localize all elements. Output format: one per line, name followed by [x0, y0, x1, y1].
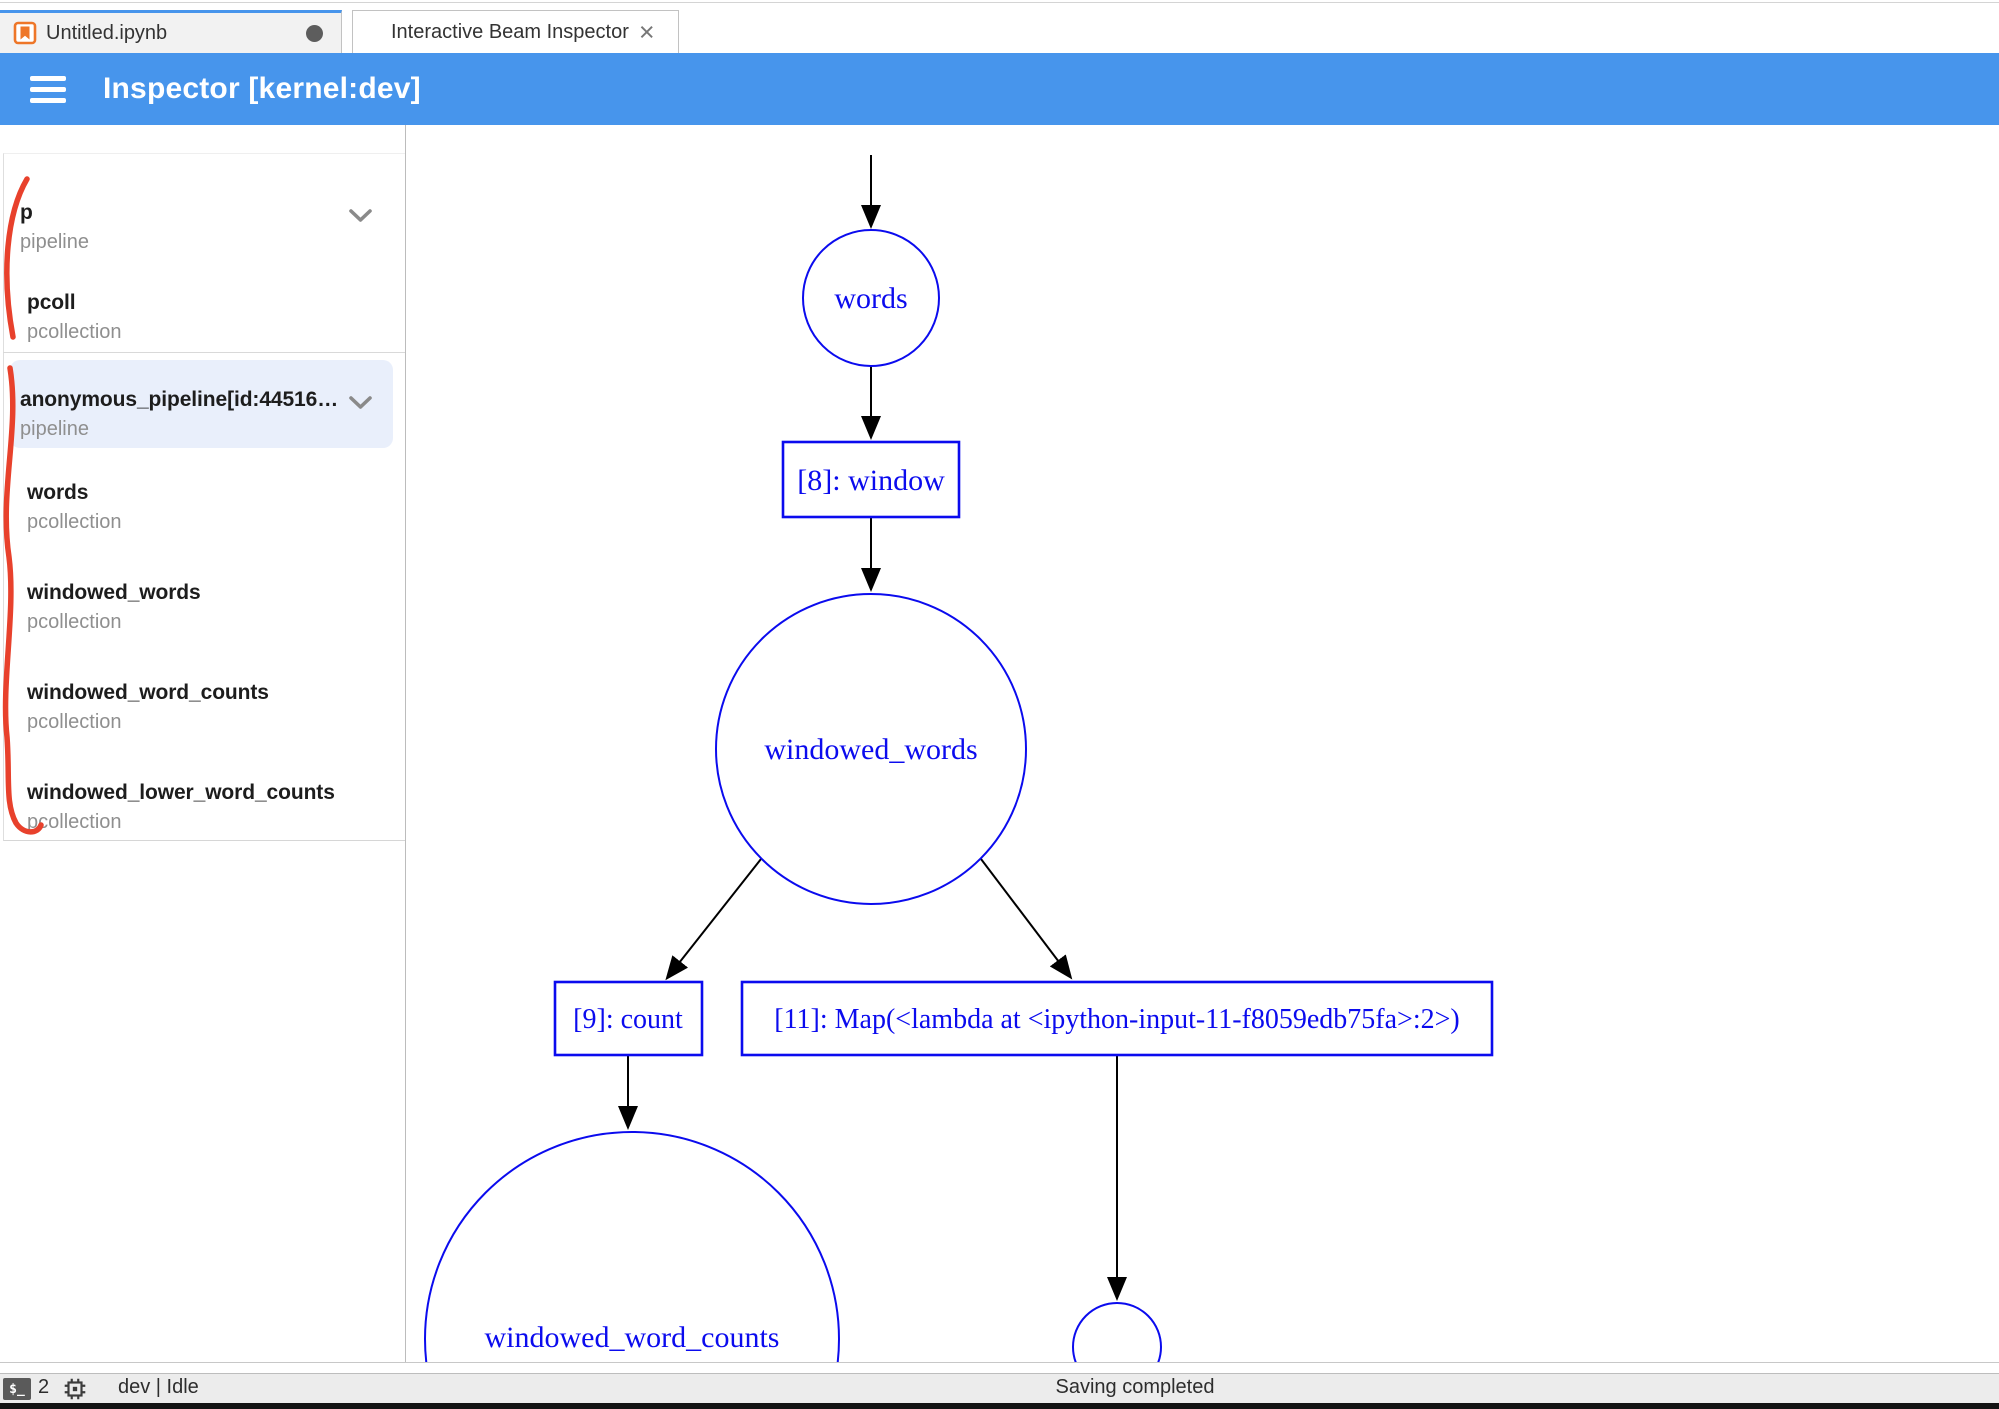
sidebar-item-pipeline-anonymous[interactable]: anonymous_pipeline[id:44516…: [20, 388, 339, 411]
inspector-header: Inspector [kernel:dev]: [0, 53, 1999, 125]
node-window-label: [8]: window: [797, 464, 945, 497]
chevron-down-icon[interactable]: [349, 209, 372, 223]
pipeline-graph-panel: words [8]: window windowed_words [9]: co…: [406, 125, 1999, 1362]
menubar-divider: [0, 2, 1999, 3]
node-map-label: [11]: Map(<lambda at <ipython-input-11-f…: [774, 1004, 1459, 1035]
node-windowed-words-label: windowed_words: [764, 733, 977, 766]
menu-hamburger-icon[interactable]: [30, 75, 66, 103]
tab-label: Interactive Beam Inspector: [391, 20, 629, 43]
sidebar-item-type: pcollection: [27, 811, 122, 833]
edge-windowed-words-to-map: [980, 858, 1073, 980]
sidebar-item-pcollection-windowed-words[interactable]: windowed_words: [27, 581, 201, 604]
selected-pipeline-highlight: [10, 360, 393, 448]
inspector-title: Inspector [kernel:dev]: [103, 72, 421, 105]
tab-label: Untitled.ipynb: [46, 21, 168, 44]
node-count-label: [9]: count: [573, 1004, 683, 1035]
node-windowed-words-circle: [715, 593, 1027, 905]
terminal-icon[interactable]: $_: [3, 1378, 31, 1400]
unsaved-changes-dot: [306, 25, 323, 42]
status-message: Saving completed: [1055, 1376, 1215, 1398]
close-tab-icon[interactable]: ×: [638, 16, 655, 47]
pipeline-group-divider: [3, 352, 405, 353]
status-bar: $_ 2 dev | Idle Saving completed: [0, 1373, 1999, 1403]
sidebar-item-type: pcollection: [27, 611, 122, 633]
panel-bottom-spacer: [0, 1362, 1999, 1373]
sidebar-item-pcollection-words[interactable]: words: [27, 481, 89, 504]
node-words-circle: [802, 229, 940, 367]
sidebar-item-pcollection-windowed-word-counts[interactable]: windowed_word_counts: [27, 681, 269, 704]
node-window-rect: [781, 440, 961, 519]
edge-windowed-words-to-count: [665, 858, 762, 981]
pipeline-graph: words [8]: window windowed_words [9]: co…: [424, 155, 1494, 1362]
sidebar-item-type: pipeline: [20, 418, 89, 440]
kernel-status-indicator[interactable]: dev | Idle: [118, 1376, 199, 1398]
chevron-down-icon[interactable]: [349, 396, 372, 410]
inspector-content: p pipeline pcoll pcollection anonymous_p…: [0, 125, 1999, 1362]
pipeline-sidebar: p pipeline pcoll pcollection anonymous_p…: [0, 125, 406, 1362]
node-windowed-word-counts-label: windowed_word_counts: [485, 1321, 780, 1354]
kernel-cpu-icon[interactable]: [62, 1376, 88, 1402]
kernel-sessions-count[interactable]: 2: [38, 1376, 50, 1398]
sidebar-item-pipeline-p[interactable]: p: [20, 201, 33, 224]
node-map-rect: [740, 980, 1494, 1057]
sidebar-item-type: pcollection: [27, 711, 122, 733]
node-words-label: words: [834, 282, 907, 315]
dock-tab-bar: Untitled.ipynb Interactive Beam Inspecto…: [0, 0, 1999, 53]
sidebar-item-pcollection-windowed-lower-word-counts[interactable]: windowed_lower_word_counts: [27, 781, 335, 804]
sidebar-item-type: pcollection: [27, 321, 122, 343]
node-count-rect: [553, 980, 704, 1057]
tab-interactive-beam-inspector[interactable]: Interactive Beam Inspector ×: [352, 10, 679, 53]
node-output-circle: [1072, 1302, 1162, 1362]
notebook-icon: [13, 21, 37, 45]
sidebar-item-pcollection-pcoll[interactable]: pcoll: [27, 291, 76, 314]
sidebar-item-type: pcollection: [27, 511, 122, 533]
tab-untitled-notebook[interactable]: Untitled.ipynb: [0, 10, 342, 53]
window-bottom-edge: [0, 1403, 1999, 1409]
node-windowed-word-counts-circle: [424, 1131, 840, 1362]
sidebar-item-type: pipeline: [20, 231, 89, 253]
